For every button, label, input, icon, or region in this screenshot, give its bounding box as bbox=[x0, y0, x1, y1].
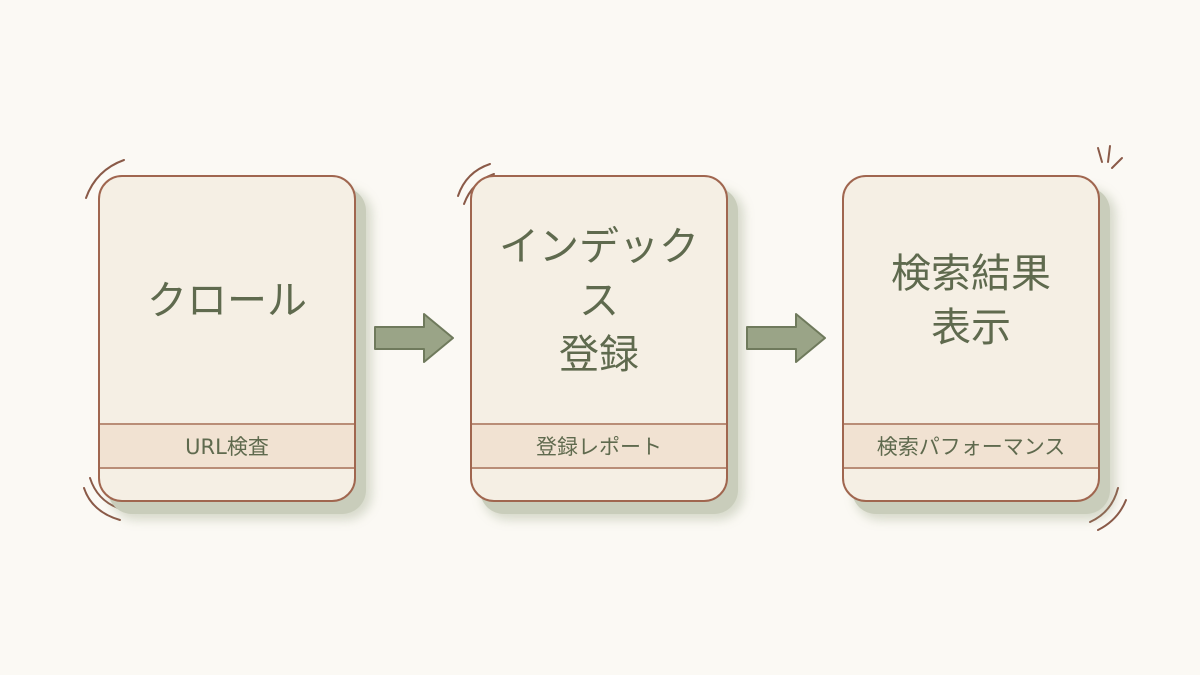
step-tool-label: 検索パフォーマンス bbox=[844, 423, 1098, 469]
step-title-line: 表示 bbox=[931, 304, 1011, 351]
right-arrow-icon bbox=[374, 313, 454, 363]
step-tool-label: 登録レポート bbox=[472, 423, 726, 469]
step-card-crawl: クロール URL検査 bbox=[98, 175, 356, 502]
step-title-line: 登録 bbox=[559, 331, 639, 378]
step-card-search-results: 検索結果 表示 検索パフォーマンス bbox=[842, 175, 1100, 502]
step-title-line: クロール bbox=[147, 277, 307, 324]
step-title-line: インデックス bbox=[499, 223, 699, 324]
step-title: インデックス 登録 bbox=[472, 177, 726, 424]
step-card-index: インデックス 登録 登録レポート bbox=[470, 175, 728, 502]
step-tool-label: URL検査 bbox=[100, 423, 354, 469]
step-title: 検索結果 表示 bbox=[844, 177, 1098, 424]
step-title-line: 検索結果 bbox=[891, 250, 1051, 297]
right-arrow-icon bbox=[746, 313, 826, 363]
step-title: クロール bbox=[100, 177, 354, 424]
